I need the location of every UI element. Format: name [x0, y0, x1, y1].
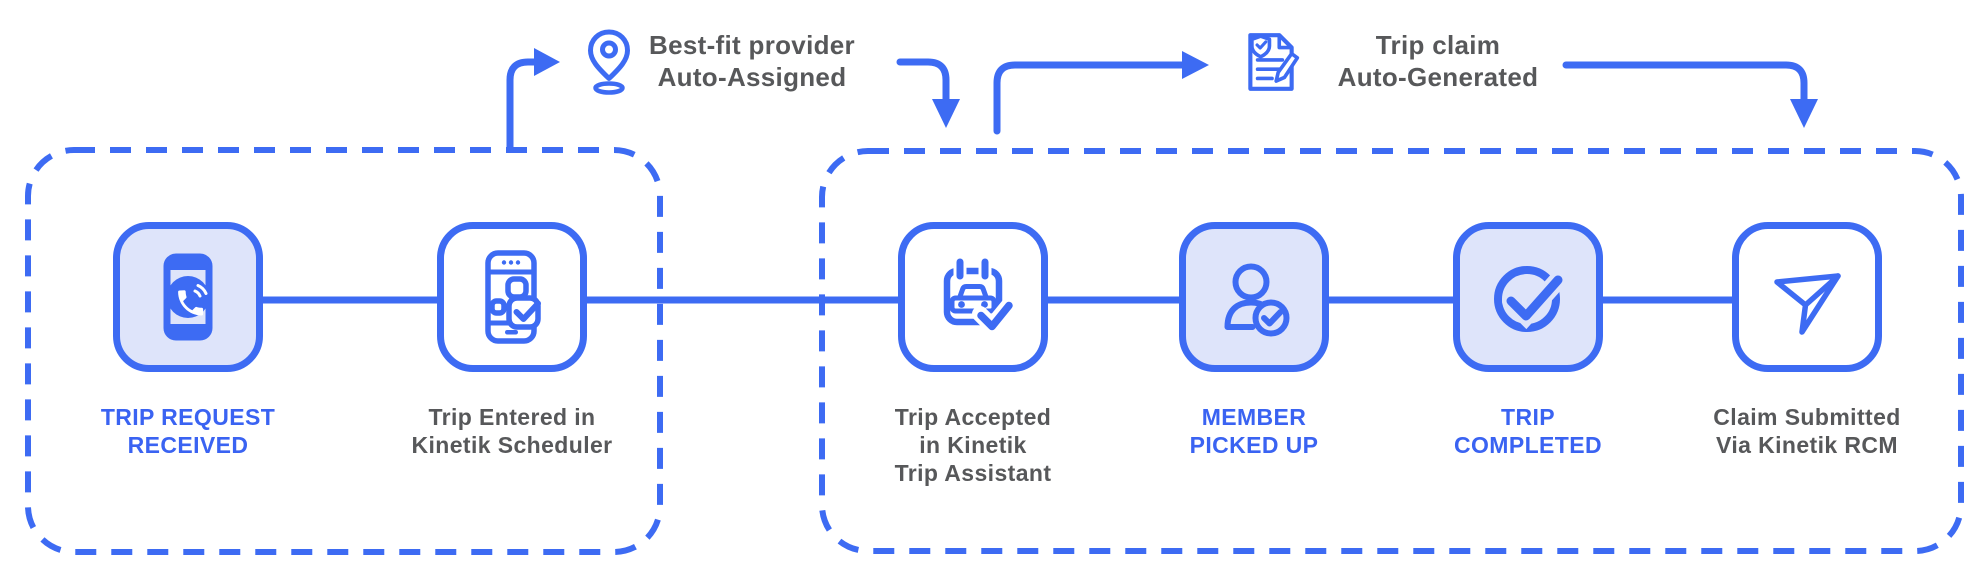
- step-tile-trip-request: [113, 222, 263, 372]
- arrow-to-claim: [993, 51, 1209, 135]
- trip-completed-check-icon: [1494, 266, 1567, 332]
- annotation-trip-claim: Trip claim Auto-Generated: [1318, 29, 1558, 93]
- execution-group-outline: [819, 148, 1964, 554]
- step-label-trip-accepted: Trip Accepted in Kinetik Trip Assistant: [894, 404, 1052, 486]
- annotation-best-fit-provider: Best-fit provider Auto-Assigned: [632, 29, 872, 93]
- step-label-trip-entered: Trip Entered in Kinetik Scheduler: [411, 404, 613, 458]
- paper-plane-icon: [1774, 273, 1841, 335]
- arrow-to-provider: [506, 48, 560, 153]
- annotation-line: Best-fit provider: [649, 30, 855, 60]
- location-pin-icon: [588, 29, 630, 95]
- step-tile-member-picked-up: [1179, 222, 1329, 372]
- calendar-car-icon: [943, 255, 1018, 334]
- member-check-icon: [1224, 263, 1290, 337]
- annotation-line: Auto-Assigned: [657, 62, 847, 92]
- step-label-member-picked-up: MEMBER PICKED UP: [1189, 404, 1319, 458]
- step-tile-trip-completed: [1453, 222, 1603, 372]
- intake-group-outline: [25, 147, 663, 555]
- arrow-provider-to-execution: [896, 58, 960, 128]
- step-label-trip-request: TRIP REQUEST RECEIVED: [100, 404, 276, 458]
- phone-check-icon: [485, 250, 541, 344]
- annotation-line: Trip claim: [1375, 30, 1501, 60]
- arrow-claim-to-submission: [1562, 61, 1818, 128]
- claim-document-icon: [1248, 33, 1300, 91]
- step-label-claim-submitted: Claim Submitted Via Kinetik RCM: [1713, 404, 1901, 458]
- step-tile-trip-accepted: [898, 222, 1048, 372]
- phone-call-icon: [163, 253, 213, 341]
- annotation-line: Auto-Generated: [1337, 62, 1539, 92]
- step-tile-trip-entered: [437, 222, 587, 372]
- step-label-trip-completed: TRIP COMPLETED: [1454, 404, 1602, 458]
- step-tile-claim-submitted: [1732, 222, 1882, 372]
